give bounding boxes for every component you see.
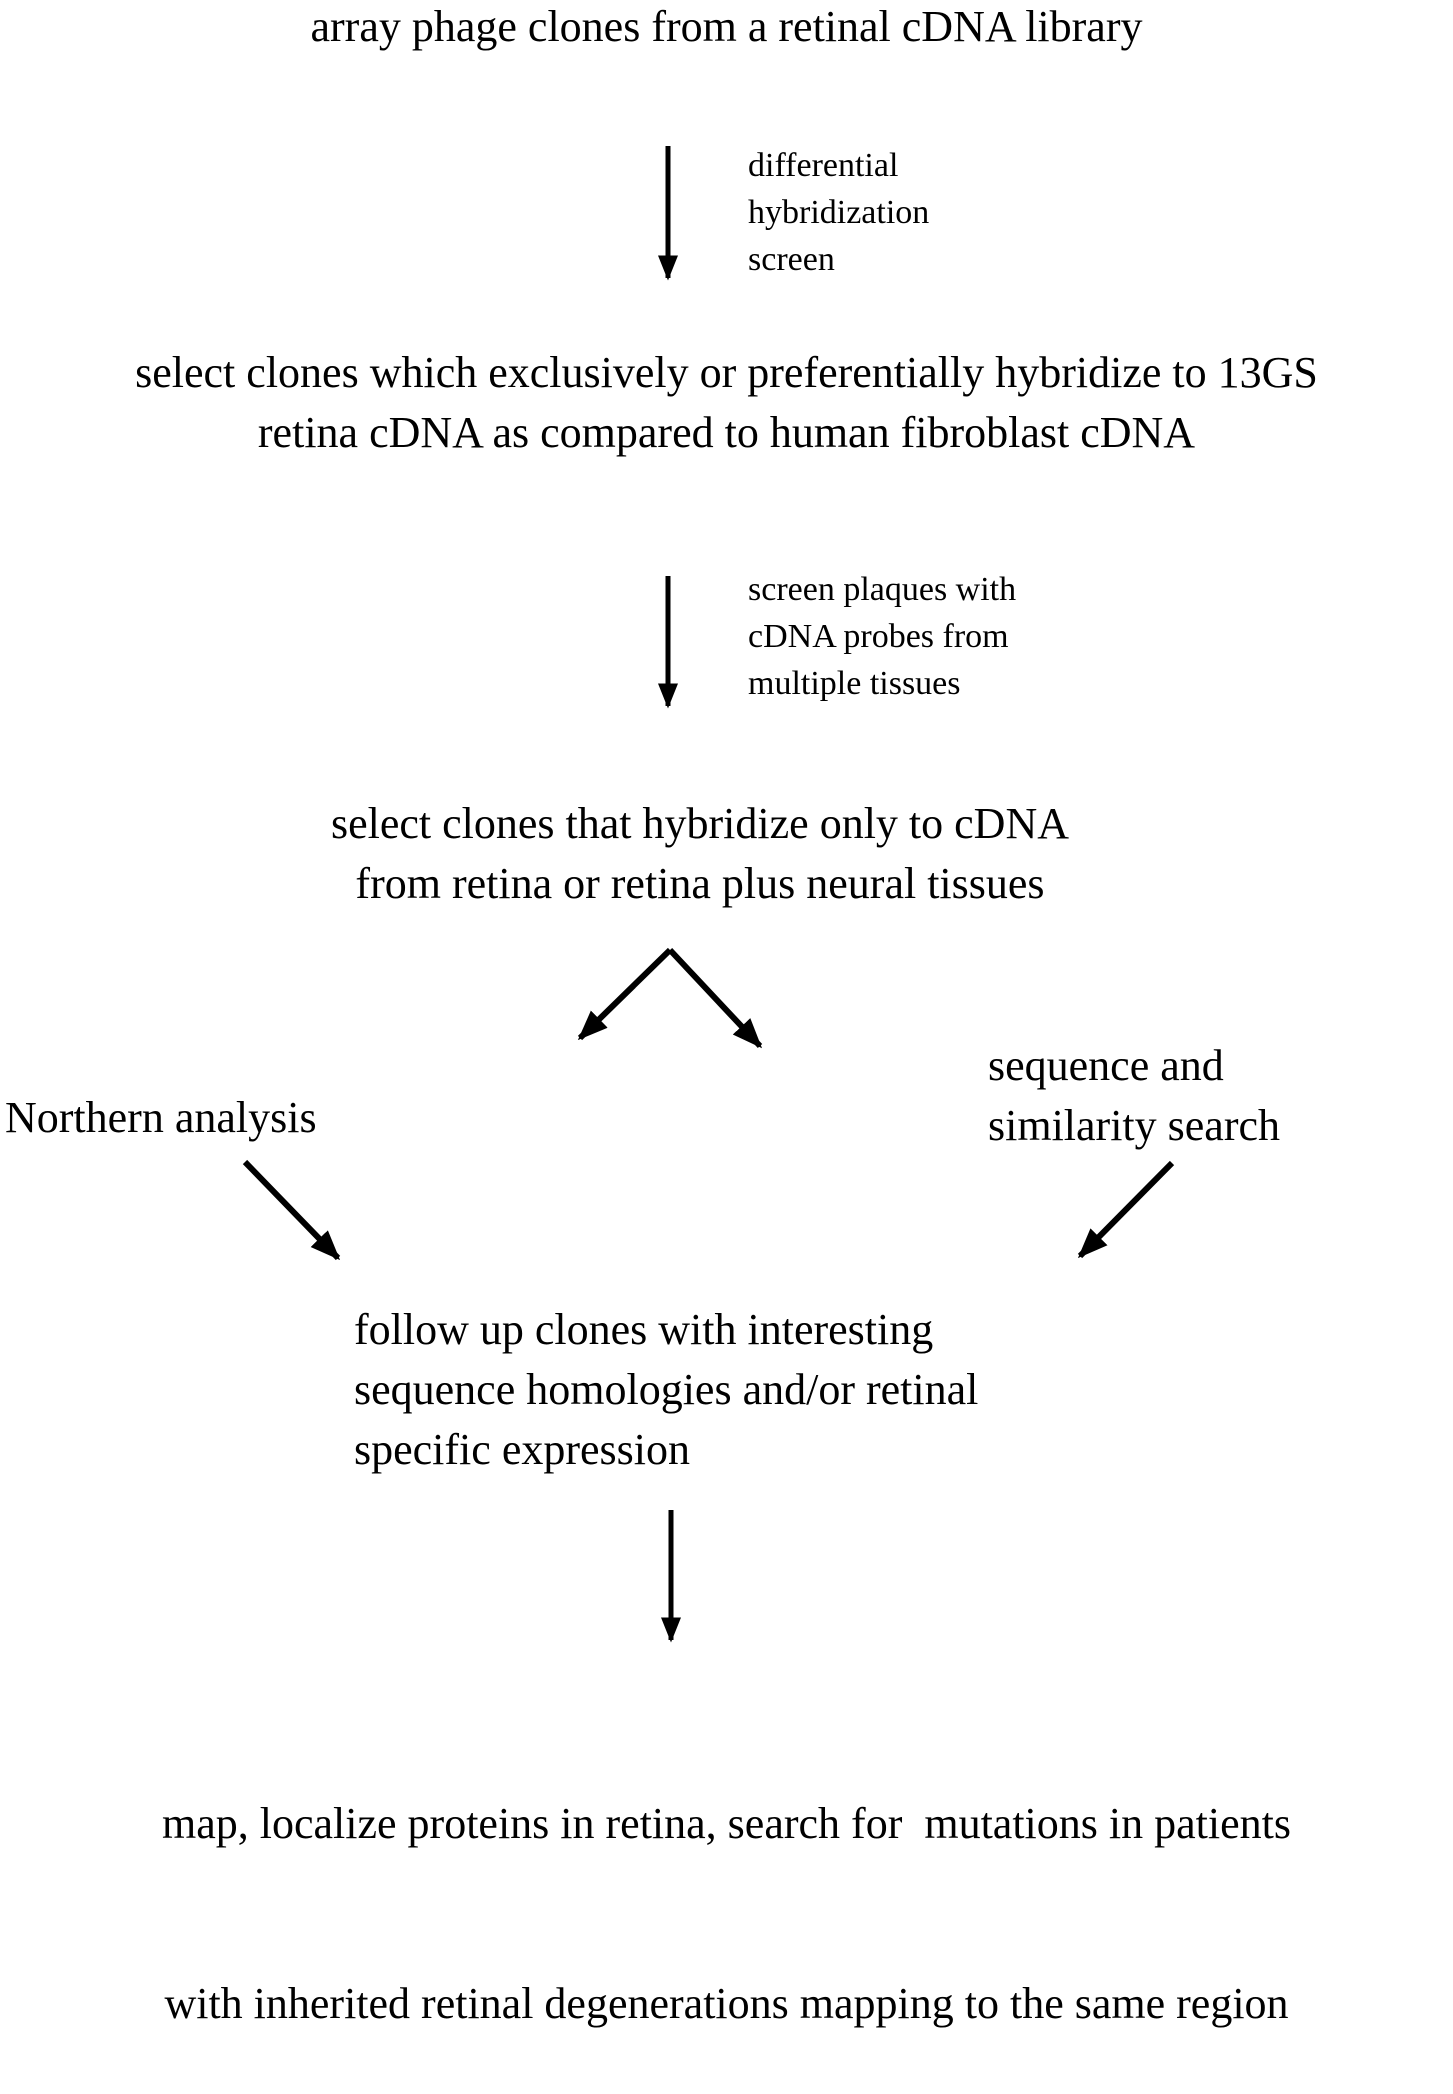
step4-line-2: sequence homologies and/or retinal xyxy=(354,1365,979,1414)
step3-line-2: from retina or retina plus neural tissue… xyxy=(355,859,1045,908)
edge-label-line: multiple tissues xyxy=(748,665,961,702)
step2-line-2: retina cDNA as compared to human fibrobl… xyxy=(257,408,1196,457)
arrow-northern-to-step4 xyxy=(242,1159,341,1261)
step2-line-1: select clones which exclusively or prefe… xyxy=(135,348,1318,397)
sequence-line-1: sequence and xyxy=(988,1041,1224,1090)
northern-line-1: Northern analysis xyxy=(5,1093,317,1142)
arrow-step3-to-sequence xyxy=(667,947,763,1049)
edge-label-differential-screen: differential hybridization screen xyxy=(748,142,929,283)
edge-label-plaque-screen: screen plaques with cDNA probes from mul… xyxy=(748,566,1016,707)
edge-label-line: cDNA probes from xyxy=(748,618,1009,655)
edge-label-line: hybridization xyxy=(748,194,930,231)
branch-sequence-text: sequence and similarity search xyxy=(988,1036,1280,1156)
step5-line-2: with inherited retinal degenerations map… xyxy=(164,1979,1289,2028)
arrow-step3-to-northern xyxy=(577,947,673,1041)
step2-text: select clones which exclusively or prefe… xyxy=(0,343,1453,463)
edge-label-line: screen xyxy=(748,241,835,278)
step4-line-1: follow up clones with interesting xyxy=(354,1305,934,1354)
step3-line-1: select clones that hybridize only to cDN… xyxy=(330,799,1069,848)
arrows-layer xyxy=(242,146,1175,1643)
step5-line-1: map, localize proteins in retina, search… xyxy=(162,1799,1291,1848)
step1-line-1: array phage clones from a retinal cDNA l… xyxy=(310,2,1143,51)
step3-text: select clones that hybridize only to cDN… xyxy=(0,794,1400,914)
step4-text: follow up clones with interesting sequen… xyxy=(354,1300,978,1480)
step4-line-3: specific expression xyxy=(354,1425,690,1474)
edge-label-line: screen plaques with xyxy=(748,571,1017,608)
step1-text: array phage clones from a retinal cDNA l… xyxy=(0,0,1453,57)
step5-text: map, localize proteins in retina, search… xyxy=(0,1674,1453,2094)
branch-northern-text: Northern analysis xyxy=(5,1088,317,1148)
arrow-sequence-to-step4 xyxy=(1077,1160,1175,1259)
sequence-line-2: similarity search xyxy=(988,1101,1281,1150)
edge-label-line: differential xyxy=(748,147,899,184)
